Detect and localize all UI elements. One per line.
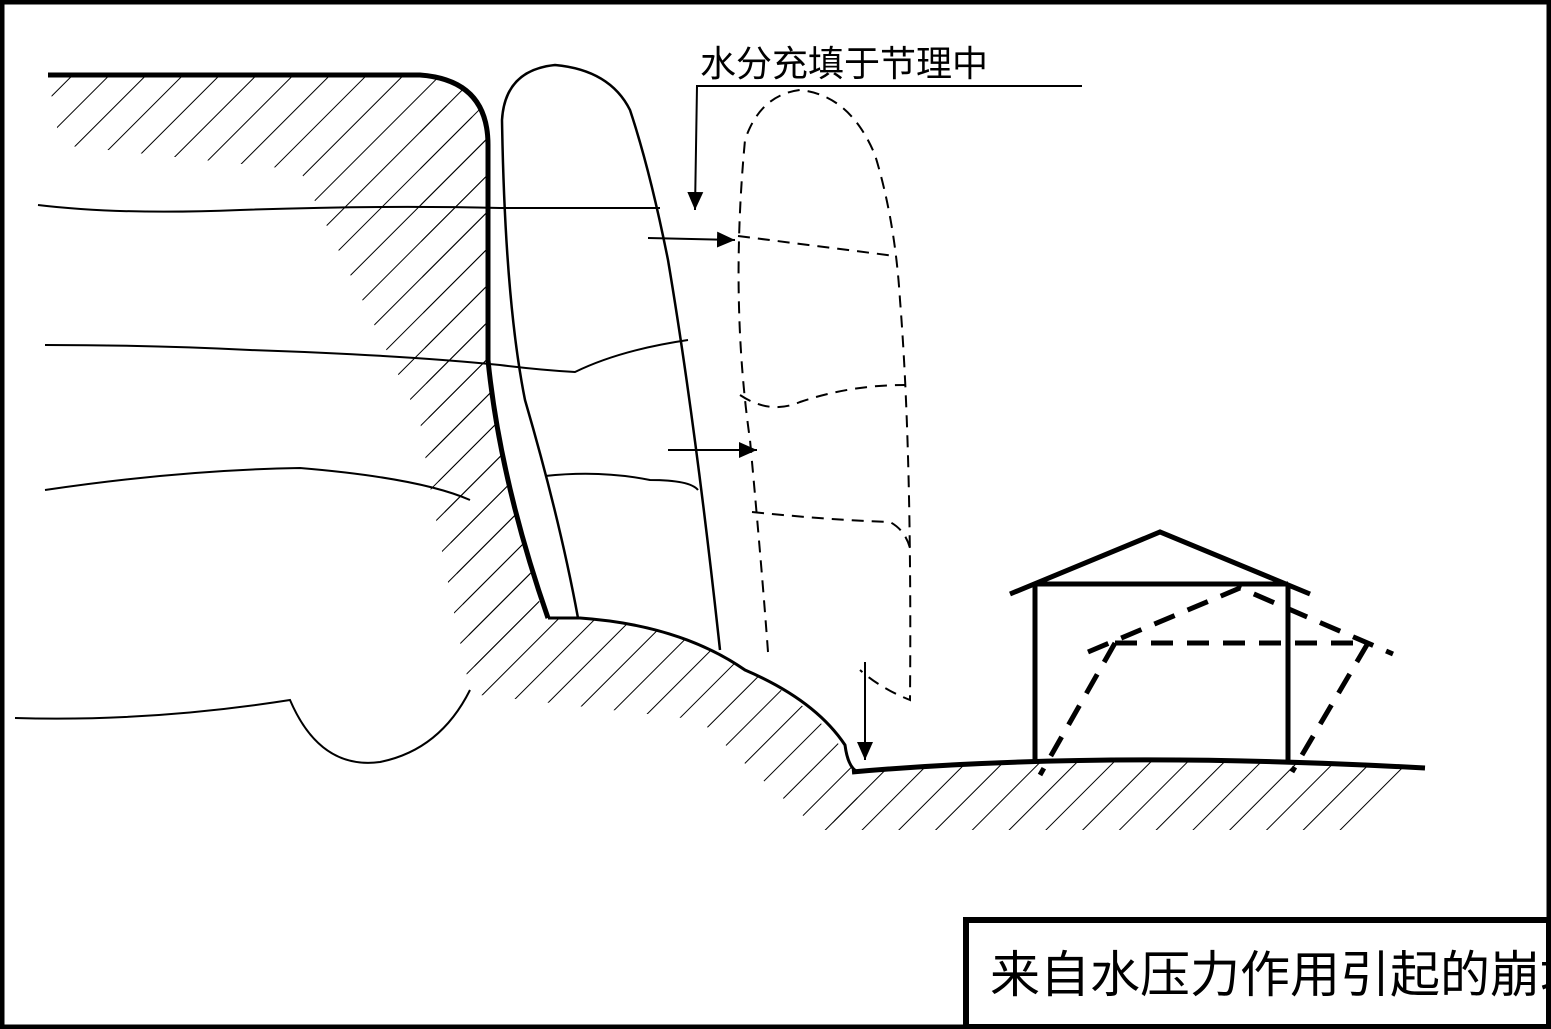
collapsed-roof — [1087, 585, 1394, 657]
ground-line — [851, 757, 1426, 775]
cliff-face-hatch — [420, 100, 545, 695]
house — [1009, 529, 1311, 760]
cliff-outline — [48, 72, 551, 619]
push-arrow-upper — [647, 231, 736, 248]
house-collapsed — [1037, 585, 1394, 777]
stratum-line-3 — [44, 466, 471, 501]
stratum-line-1 — [37, 204, 660, 213]
rock-column-inner-strata — [544, 472, 699, 491]
displaced-strata-3 — [751, 511, 911, 549]
slope-outline — [548, 616, 859, 774]
ground-hatch — [830, 758, 1425, 830]
displaced-strata-2 — [739, 384, 906, 409]
stratum-line-4 — [14, 689, 471, 764]
rock-column-outline — [500, 63, 722, 651]
water-label-leader — [687, 85, 1082, 211]
displaced-strata-1 — [737, 235, 896, 257]
caption-box — [963, 917, 1551, 1029]
displaced-column-dashed — [737, 88, 912, 702]
water-label: 水分充填于节理中 — [700, 44, 988, 85]
house-roof — [1009, 529, 1311, 597]
slope-hatch — [480, 618, 860, 830]
stratum-line-2 — [44, 339, 689, 374]
cliff-hatch-top — [48, 75, 545, 695]
collapsed-wall-right — [1289, 641, 1371, 774]
caption-title: 来自水压力作用引起的崩塌 — [990, 946, 1551, 1004]
collapsed-wall-left — [1037, 641, 1118, 777]
